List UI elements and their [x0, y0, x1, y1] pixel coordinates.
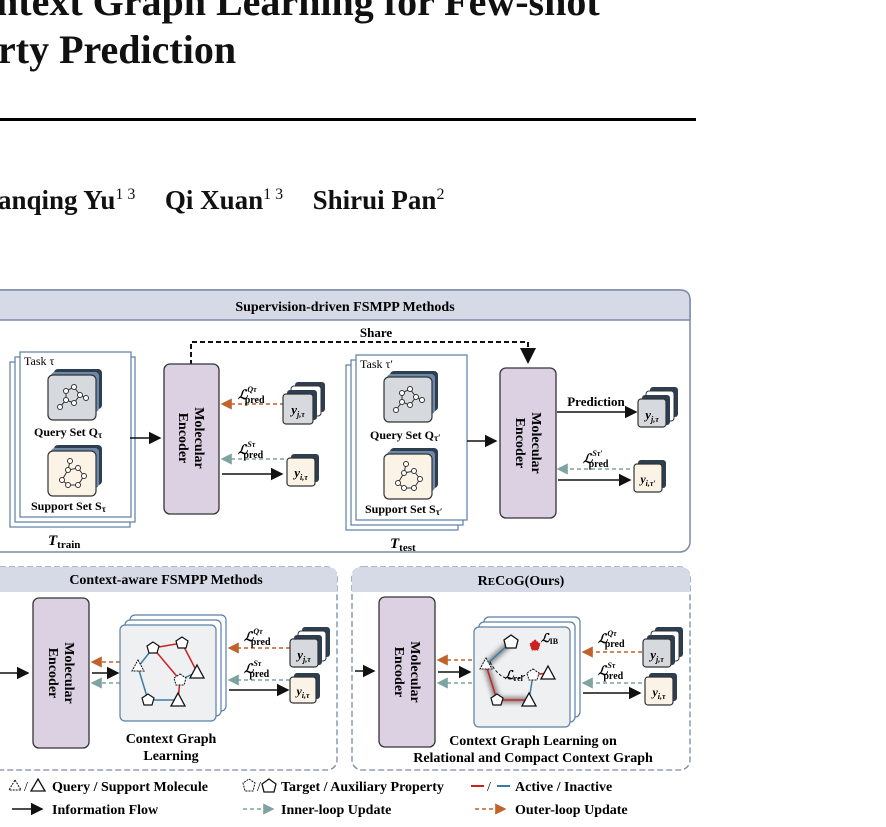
triangle-dotted-icon: [479, 656, 493, 670]
svg-text:MolecularEncoder: MolecularEncoder: [175, 407, 206, 468]
pentagon-icon: [146, 641, 160, 654]
share-label: Share: [360, 325, 392, 340]
svg-text:Learning: Learning: [143, 749, 198, 764]
figure-legend: / Query / Support Molecule / Target / Au…: [8, 777, 628, 818]
pentagon-icon: [175, 636, 189, 649]
triangle-icon: [29, 777, 47, 792]
train-task-label: Task τ: [24, 354, 54, 368]
molecular-encoder-3: [32, 597, 90, 749]
y-i-card-stack: yi,τ: [289, 673, 320, 704]
triangle-dotted-icon: [8, 779, 22, 791]
pentagon-dotted-icon: [173, 673, 187, 686]
svg-text:Context Graph Learning on: Context Graph Learning on: [449, 734, 617, 749]
svg-text:/: /: [257, 780, 261, 795]
svg-text:yj,τ: yj,τ: [643, 407, 659, 424]
svg-text:MolecularEncoder: MolecularEncoder: [45, 642, 76, 703]
svg-text:Query / Support Molecule: Query / Support Molecule: [52, 780, 208, 795]
pentagon-dotted-icon: [526, 668, 540, 681]
molecular-encoder-4: [378, 596, 436, 748]
svg-text:Relational and Compact Context: Relational and Compact Context Graph: [413, 751, 653, 766]
test-task-stack: Task τ′ Query Set Qτ′ Support Set Sτ′ Tt…: [345, 354, 468, 554]
svg-text:MolecularEncoder: MolecularEncoder: [512, 412, 543, 473]
recog-title: RECOG(Ours): [478, 574, 565, 589]
paper-title-line2: rty Prediction: [0, 27, 237, 72]
svg-text:Inner-loop Update: Inner-loop Update: [281, 803, 391, 818]
author-list: anqing Yu1 3 Qi Xuan1 3 Shirui Pan2: [0, 185, 444, 216]
relational-context-graph: [479, 634, 557, 707]
y-j-card-stack: yj,τ: [642, 627, 683, 668]
svg-text:Outer-loop Update: Outer-loop Update: [515, 803, 628, 818]
top-panel-title: Supervision-driven FSMPP Methods: [235, 300, 455, 315]
support-set-card: [47, 450, 97, 497]
share-arrow: [190, 341, 536, 365]
mid-left-panel: Context-aware FSMPP Methods MolecularEnc…: [0, 566, 338, 771]
svg-text:MolecularEncoder: MolecularEncoder: [391, 641, 422, 702]
svg-text:Active / Inactive: Active / Inactive: [515, 780, 612, 795]
author-1: anqing Yu1 3: [0, 185, 136, 215]
svg-text:Support Set Sτ′: Support Set Sτ′: [365, 502, 442, 517]
molecule-icon: [393, 386, 425, 413]
molecule-icon: [59, 458, 87, 488]
y-i-test-card-stack: yi,τ′: [633, 460, 666, 493]
prediction-label: Prediction: [567, 394, 625, 409]
y-j-card-stack: yj,τ: [289, 627, 330, 668]
loss-rel: ℒrel: [505, 668, 524, 683]
y-i-card-stack: yi,τ: [644, 673, 677, 706]
svg-text:yi,τ: yi,τ: [292, 465, 308, 482]
svg-text:yi,τ: yi,τ: [294, 684, 310, 700]
train-caption: Ttrain: [48, 533, 80, 551]
pentagon-icon: [503, 634, 519, 649]
svg-text:yj,τ: yj,τ: [295, 647, 311, 664]
triangle-icon: [188, 663, 206, 679]
y-j-test-card-stack: yj,τ: [637, 387, 678, 428]
y-i-card-stack: yi,τ: [286, 454, 319, 487]
molecular-encoder-2: [499, 367, 557, 519]
molecular-encoder-1: [163, 363, 220, 515]
molecule-icon: [57, 384, 89, 410]
triangle-icon: [539, 664, 557, 680]
svg-text:Context Graph: Context Graph: [126, 732, 217, 747]
svg-text:Information Flow: Information Flow: [52, 803, 159, 818]
svg-text:/: /: [487, 780, 491, 795]
support-set-label: Support Set Sτ: [31, 499, 107, 514]
svg-text:yi,τ: yi,τ: [650, 685, 666, 701]
pentagon-icon: [490, 693, 504, 706]
author-3: Shirui Pan2: [312, 185, 445, 215]
svg-text:Target / Auxiliary Property: Target / Auxiliary Property: [281, 780, 444, 795]
svg-text:/: /: [24, 780, 28, 795]
svg-text:Query Set Qτ′: Query Set Qτ′: [370, 428, 441, 443]
pentagon-red-icon: [529, 639, 541, 651]
mid-right-panel: RECOG(Ours) MolecularEncoder ℒIB ℒrel: [351, 566, 691, 771]
query-set-label: Query Set Qτ: [34, 425, 103, 440]
molecule-icon: [395, 461, 423, 491]
paper-title-line1: ntext Graph Learning for Few-shot: [0, 0, 600, 24]
pentagon-icon: [141, 693, 155, 706]
title-rule: [0, 118, 696, 121]
triangle-icon: [169, 691, 187, 707]
test-caption: Ttest: [390, 536, 416, 554]
triangle-dotted-icon: [131, 658, 145, 672]
svg-text:yj,τ: yj,τ: [289, 402, 305, 419]
loss-ib: ℒIB: [541, 631, 559, 646]
top-panel: Supervision-driven FSMPP Methods Share T…: [0, 289, 691, 554]
svg-text:yj,τ: yj,τ: [648, 647, 664, 664]
test-task-label: Task τ′: [360, 357, 393, 371]
pentagon-dotted-icon: [242, 778, 256, 792]
train-task-stack: Task τ Query Set Qτ Support Set Sτ Ttrai…: [9, 351, 136, 551]
author-2: Qi Xuan1 3: [164, 185, 284, 215]
triangle-icon: [520, 691, 538, 707]
y-j-card-stack: yj,τ: [282, 382, 325, 425]
svg-text:yi,τ′: yi,τ′: [638, 472, 655, 488]
context-graph: [131, 636, 206, 707]
pentagon-icon: [261, 778, 277, 793]
mid-left-title: Context-aware FSMPP Methods: [69, 573, 263, 588]
svg-text:ℒSτ′pred: ℒSτ′pred: [583, 449, 609, 470]
